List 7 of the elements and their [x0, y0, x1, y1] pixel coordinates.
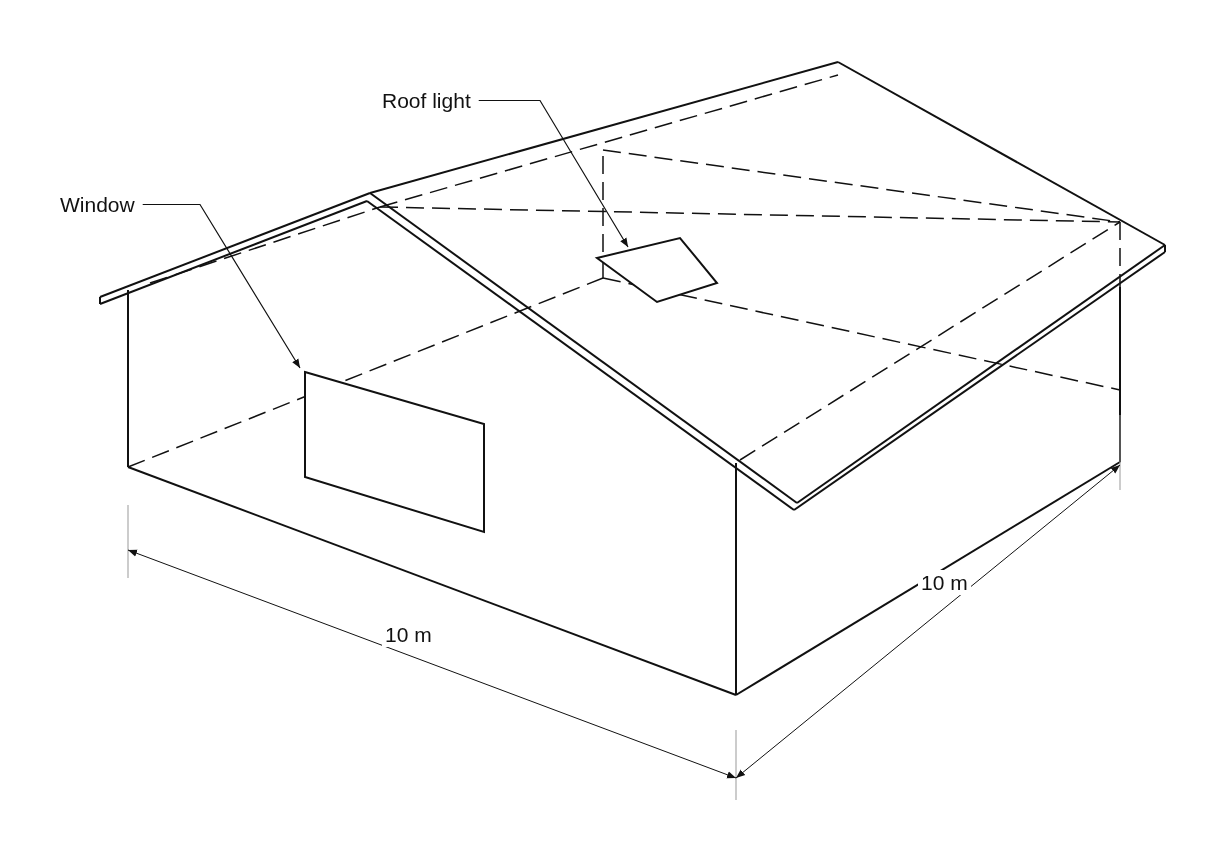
leader-line: [478, 99, 629, 248]
roof-light-outline: [594, 236, 719, 304]
window-outline: [304, 370, 485, 534]
part-label: Roof light: [382, 90, 471, 111]
leader-line: [142, 203, 301, 369]
dimension-value: 10 m: [918, 570, 971, 595]
part-label: Window: [60, 194, 135, 215]
